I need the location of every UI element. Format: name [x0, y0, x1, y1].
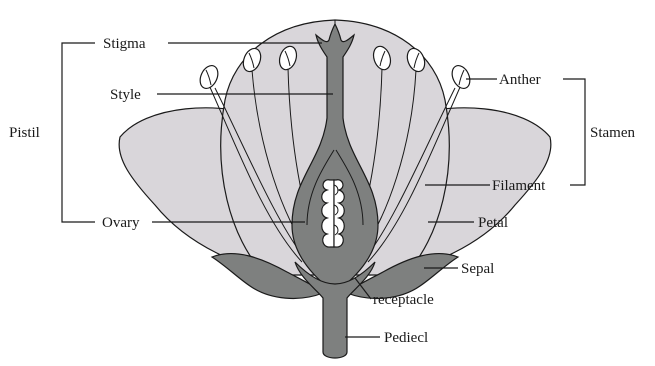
- anther: [197, 63, 222, 92]
- label-anther: Anther: [499, 72, 541, 88]
- label-petal: Petal: [478, 215, 508, 231]
- pistil-bracket: [62, 43, 95, 222]
- label-sepal: Sepal: [461, 261, 494, 277]
- label-style: Style: [110, 87, 141, 103]
- label-stamen: Stamen: [590, 125, 635, 141]
- label-stigma: Stigma: [103, 36, 146, 52]
- label-pedicel: Pediecl: [384, 330, 428, 346]
- label-pistil: Pistil: [9, 125, 40, 141]
- label-filament: Filament: [492, 178, 546, 194]
- stamen-bracket: [563, 79, 585, 185]
- label-ovary: Ovary: [102, 215, 140, 231]
- label-receptacle: receptacle: [373, 292, 434, 308]
- anther: [449, 63, 474, 92]
